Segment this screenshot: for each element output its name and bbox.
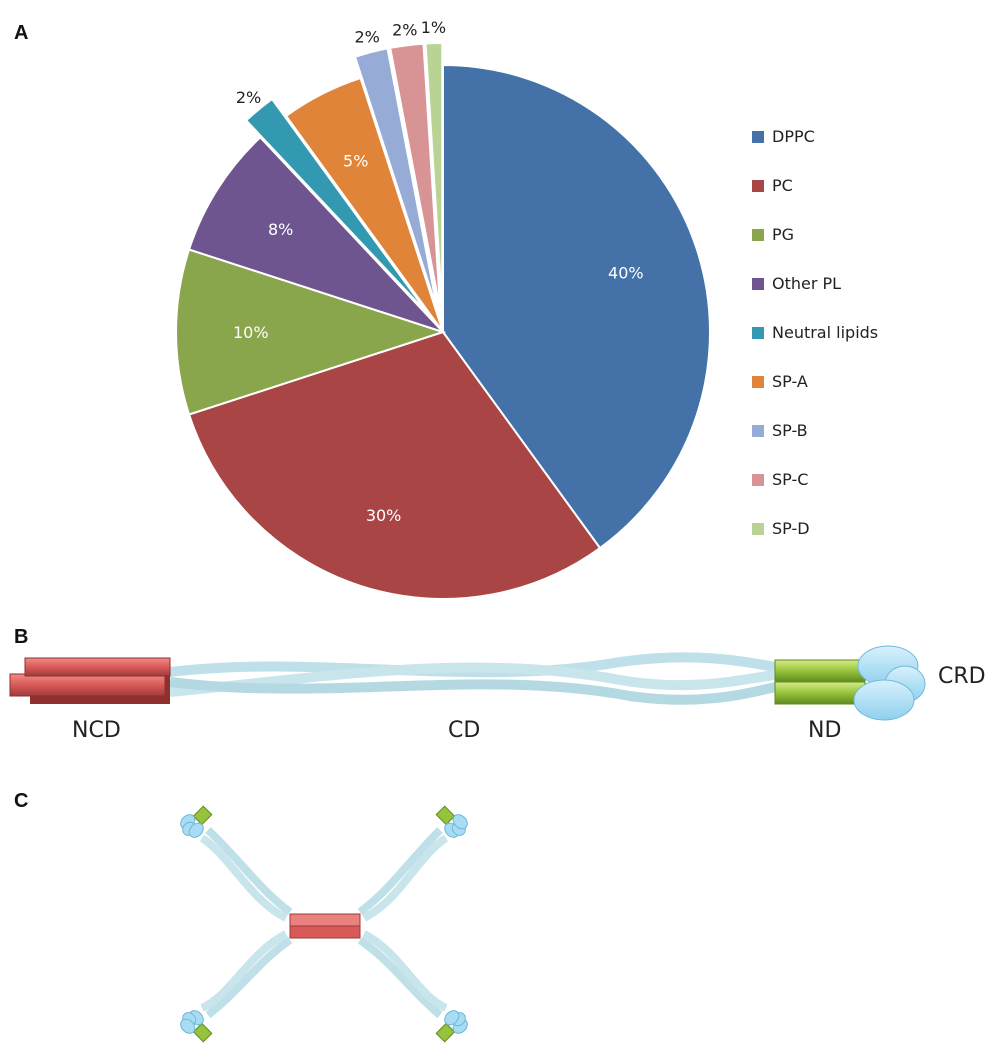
legend-swatch <box>752 473 764 486</box>
data-label-pg: 10% <box>233 323 269 342</box>
pie-slice-sp-a <box>284 76 444 333</box>
data-label-sp-c: 2% <box>392 20 417 39</box>
legend-item-dppc: DPPC <box>752 112 982 161</box>
legend-swatch <box>752 424 764 437</box>
data-label-sp-b: 2% <box>354 28 379 47</box>
legend-label: SP-A <box>772 372 808 391</box>
legend-label: SP-B <box>772 421 808 440</box>
data-label-neutral-lipids: 2% <box>236 88 261 107</box>
pie-slice-neutral-lipids <box>244 97 430 316</box>
pie-slice-sp-c <box>389 42 442 311</box>
legend-item-sp-c: SP-C <box>752 455 982 504</box>
legend-item-other-pl: Other PL <box>752 259 982 308</box>
panel-label-b: B <box>14 626 29 648</box>
legend-label: Other PL <box>772 274 842 293</box>
legend-swatch <box>752 326 764 339</box>
pie-slice-dppc <box>442 63 711 550</box>
panel-label-c: C <box>14 790 29 812</box>
cd-label: CD <box>448 718 481 743</box>
data-label-pc: 30% <box>366 506 402 525</box>
data-label-sp-d: 1% <box>421 18 446 37</box>
legend-swatch <box>752 179 764 192</box>
dodecamer-arms <box>199 827 449 1019</box>
legend-swatch <box>752 375 764 388</box>
crd-label: CRD <box>938 664 986 689</box>
legend-label: PC <box>772 176 793 195</box>
crd-domain <box>853 645 926 721</box>
dodecamer-heads <box>180 805 468 1043</box>
pie-slice-pc <box>187 330 602 600</box>
pie-slice-sp-d <box>424 42 444 311</box>
legend-label: SP-C <box>772 470 809 489</box>
nd-label: ND <box>808 718 842 743</box>
legend-item-neutral-lipids: Neutral lipids <box>752 308 982 357</box>
pie-slice-pg <box>175 248 447 416</box>
legend-label: SP-D <box>772 519 810 538</box>
legend-item-sp-a: SP-A <box>752 357 982 406</box>
legend-label: PG <box>772 225 795 244</box>
ncd-label: NCD <box>72 718 121 743</box>
sp-d-monomer-diagram <box>9 645 926 721</box>
legend-label: Neutral lipids <box>772 323 879 342</box>
legend-swatch <box>752 277 764 290</box>
data-label-other-pl: 8% <box>268 220 293 239</box>
data-label-dppc: 40% <box>608 264 644 283</box>
pie-slice-sp-b <box>353 47 439 312</box>
neck-domain <box>774 659 866 705</box>
legend-item-sp-b: SP-B <box>752 406 982 455</box>
pie-chart: 40%30%10%8%2%5%2%2%1% <box>175 18 711 600</box>
legend-item-pc: PC <box>752 161 982 210</box>
panel-label-a: A <box>14 22 29 44</box>
ncd-domain <box>9 657 171 704</box>
collagen-domain-helix <box>169 652 782 705</box>
pie-slice-other-pl <box>187 135 444 333</box>
legend-item-pg: PG <box>752 210 982 259</box>
dodecamer-core <box>289 913 361 939</box>
legend-label: DPPC <box>772 127 815 146</box>
legend-swatch <box>752 522 764 535</box>
legend-item-sp-d: SP-D <box>752 504 982 553</box>
legend-swatch <box>752 130 764 143</box>
data-label-sp-a: 5% <box>343 152 368 171</box>
legend-swatch <box>752 228 764 241</box>
sp-d-dodecamer-diagram <box>180 805 468 1043</box>
